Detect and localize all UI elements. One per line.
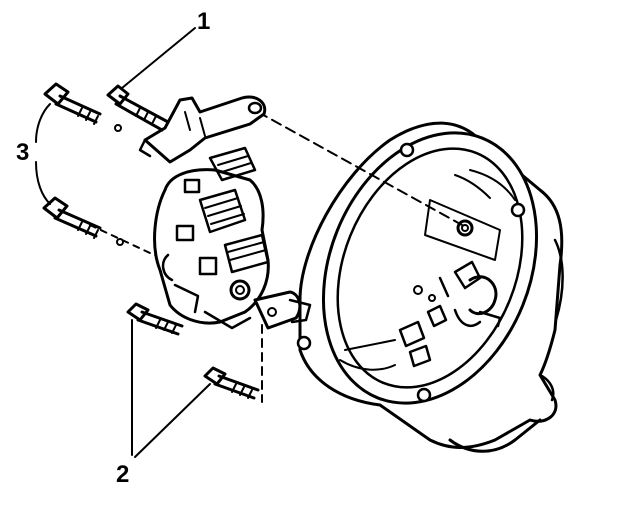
housing-tab-bottom xyxy=(416,387,432,403)
screw-3-upper xyxy=(43,82,122,132)
bracket-hole xyxy=(247,101,263,115)
callout-3-label: 3 xyxy=(16,139,30,166)
screw-2-lower xyxy=(203,366,260,400)
housing xyxy=(296,121,564,453)
leader-lines xyxy=(35,27,211,458)
screw-3-lower xyxy=(42,196,124,246)
regulator-assembly xyxy=(153,146,312,330)
housing-tab-left xyxy=(296,335,312,351)
bracket xyxy=(138,95,267,164)
screw-2-upper xyxy=(126,302,184,336)
alignment-lines xyxy=(89,111,463,403)
callout-1-label: 1 xyxy=(197,8,211,35)
terminal-stud xyxy=(229,279,251,301)
housing-tab-right xyxy=(510,202,526,218)
callout-2-label: 2 xyxy=(116,461,130,488)
housing-internals xyxy=(339,199,502,371)
housing-tab-top xyxy=(399,142,415,158)
screw-1 xyxy=(106,84,170,132)
